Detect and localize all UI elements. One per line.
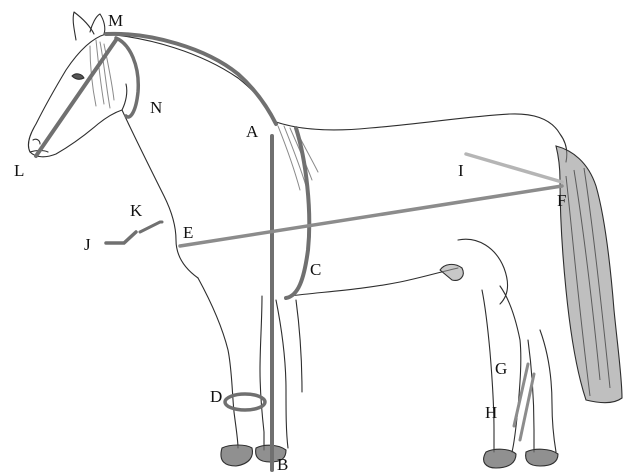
horse-front-leg-far [276,300,302,448]
measure-body-length [180,186,562,246]
horse-hoof-hind-near [484,449,516,468]
measurement-overlay [36,34,562,470]
measure-cannon-ring [225,394,265,410]
horse-neck-front [122,110,198,278]
horse-tail [556,146,622,403]
horse-hoof-front-near [221,445,253,466]
measure-angle-k [140,222,162,232]
point-labels: A B C D E F G H I J K L M N [14,11,566,474]
label-c: C [310,260,321,279]
label-a: A [246,122,259,141]
label-h: H [485,403,497,422]
horse-front-leg-near [198,278,264,450]
measure-hip-line [466,154,562,182]
label-e: E [183,223,193,242]
horse-ear-left [73,12,94,40]
horse-hoof-hind-far [526,449,558,466]
measure-throat-loop [116,38,138,117]
label-j: J [84,235,91,254]
measure-angle-j [106,232,136,243]
horse-hind-leg-far [528,330,556,452]
horse-sheath [440,264,463,280]
measure-head-length [36,40,116,156]
horse-drawing [28,12,566,468]
label-f: F [557,191,566,210]
horse-back [276,114,567,162]
label-d: D [210,387,222,406]
label-k: K [130,201,143,220]
label-g: G [495,359,507,378]
measure-girth-arc [286,128,309,298]
label-i: I [458,161,464,180]
label-b: B [277,455,288,474]
measure-topline-arc [106,34,276,124]
label-m: M [108,11,123,30]
label-l: L [14,161,24,180]
label-n: N [150,98,162,117]
horse-eye [72,74,84,79]
